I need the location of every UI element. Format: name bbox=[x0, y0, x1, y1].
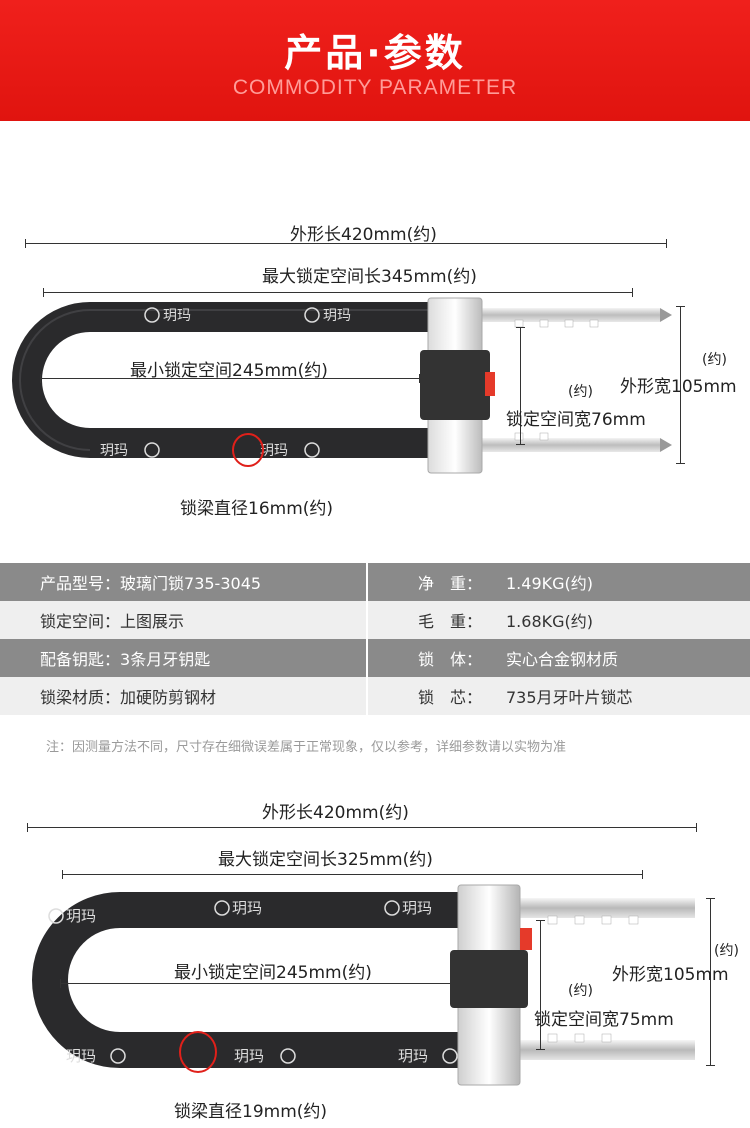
spec-key: 配备钥匙： bbox=[40, 650, 121, 669]
spec-key: 锁梁材质： bbox=[40, 688, 121, 707]
lock2-red-button bbox=[520, 928, 532, 950]
spec-value: 1.68KG(约) bbox=[506, 612, 594, 631]
lock1-cylinder-cover bbox=[420, 350, 490, 420]
lock2-outer-width-approx: (约) bbox=[714, 943, 739, 959]
header-title: 产品·参数 bbox=[284, 31, 466, 75]
lock1-space-width-line bbox=[516, 327, 525, 445]
lock2-outer-length-label: 外形长420mm(约) bbox=[262, 803, 409, 823]
lock2-space-width-approx: (约) bbox=[568, 983, 593, 999]
lock1-outer-width-approx: (约) bbox=[702, 352, 727, 368]
lock2-max-space-line bbox=[62, 870, 643, 879]
spec-key: 锁 芯： bbox=[418, 688, 483, 707]
spec-row: 锁定空间：上图展示 毛 重： 1.68KG(约) bbox=[0, 601, 750, 639]
header-subtitle: COMMODITY PARAMETER bbox=[232, 76, 518, 99]
lock2-outer-length-line bbox=[27, 823, 697, 832]
spec-value: 上图展示 bbox=[120, 612, 185, 631]
spec-row: 产品型号：玻璃门锁735-3045 净 重： 1.49KG(约) bbox=[0, 563, 750, 601]
lock1-outer-width-label: 外形宽105mm bbox=[620, 377, 737, 397]
lock1-red-button bbox=[485, 372, 495, 396]
lock1-logo-1: 玥玛 bbox=[163, 308, 191, 324]
lock1-logo-3: 玥玛 bbox=[100, 443, 128, 459]
lock1-outer-length-label: 外形长420mm(约) bbox=[290, 225, 437, 245]
spec-table: 产品型号：玻璃门锁735-3045 净 重： 1.49KG(约) 锁定空间：上图展… bbox=[0, 563, 750, 715]
spec-key: 产品型号： bbox=[40, 574, 121, 593]
spec-value: 加硬防剪钢材 bbox=[120, 688, 217, 707]
lock2-outer-width-line bbox=[706, 898, 715, 1066]
lock1-image: 玥玛 玥玛 玥玛 玥玛 bbox=[12, 297, 672, 474]
lock2-logo-2: 玥玛 bbox=[232, 899, 262, 917]
lock1-shackle-diameter-label: 锁梁直径16mm(约) bbox=[180, 499, 334, 519]
lock2-max-space-label: 最大锁定空间长325mm(约) bbox=[218, 850, 433, 870]
spec-value: 3条月牙钥匙 bbox=[120, 650, 211, 669]
lock2-steel-bar-bottom bbox=[515, 1040, 695, 1060]
lock2-logo-4: 玥玛 bbox=[66, 1047, 96, 1065]
lock2-min-space-label: 最小锁定空间245mm(约) bbox=[174, 963, 372, 983]
spec-value: 1.49KG(约) bbox=[506, 574, 594, 593]
lock2-outer-width-label: 外形宽105mm bbox=[612, 965, 729, 985]
header-banner: 产品·参数 COMMODITY PARAMETER bbox=[0, 0, 750, 121]
lock2-logo-1: 玥玛 bbox=[66, 907, 96, 925]
lock1-space-width-label: 锁定空间宽76mm bbox=[506, 410, 646, 430]
lock1-space-width-approx: (约) bbox=[568, 384, 593, 400]
lock2-logo-3: 玥玛 bbox=[402, 899, 432, 917]
lock2-logo-6: 玥玛 bbox=[398, 1047, 428, 1065]
lock2-space-width-label: 锁定空间宽75mm bbox=[534, 1010, 674, 1030]
spec-key: 锁定空间： bbox=[40, 612, 121, 631]
lock1-min-space-line bbox=[40, 374, 420, 383]
lock2-logo-5: 玥玛 bbox=[234, 1047, 264, 1065]
lock1-steel-bar-bottom bbox=[480, 438, 660, 452]
spec-value: 玻璃门锁735-3045 bbox=[120, 574, 262, 593]
spec-value: 实心合金钢材质 bbox=[506, 650, 619, 669]
lock1-max-space-line bbox=[43, 288, 633, 297]
lock2-cylinder-cover bbox=[450, 950, 528, 1008]
lock2-space-width-line bbox=[536, 920, 545, 1050]
lock1-logo-4: 玥玛 bbox=[260, 443, 288, 459]
lock2-shackle-diameter-label: 锁梁直径19mm(约) bbox=[174, 1102, 328, 1122]
disclaimer-note: 注：因测量方法不同，尺寸存在细微误差属于正常现象，仅以参考，详细参数请以实物为准 bbox=[46, 740, 567, 755]
lock1-outer-length-line bbox=[25, 239, 667, 248]
lock2-min-space-line bbox=[60, 979, 455, 988]
lock1-max-space-label: 最大锁定空间长345mm(约) bbox=[262, 267, 477, 287]
spec-row: 锁梁材质：加硬防剪钢材 锁 芯： 735月牙叶片锁芯 bbox=[0, 677, 750, 715]
lock1-min-space-label: 最小锁定空间245mm(约) bbox=[130, 361, 328, 381]
lock1-logo-2: 玥玛 bbox=[323, 308, 351, 324]
spec-row: 配备钥匙：3条月牙钥匙 锁 体： 实心合金钢材质 bbox=[0, 639, 750, 677]
spec-key: 净 重： bbox=[418, 574, 483, 593]
lock1-steel-bar-top bbox=[480, 308, 660, 322]
lock2-steel-bar-top bbox=[515, 898, 695, 918]
spec-key: 锁 体： bbox=[418, 650, 483, 669]
lock2-diameter-marker bbox=[179, 1031, 217, 1073]
spec-value: 735月牙叶片锁芯 bbox=[506, 688, 633, 707]
spec-key: 毛 重： bbox=[418, 612, 483, 631]
lock1-outer-width-line bbox=[676, 306, 685, 464]
lock2-image: 玥玛 玥玛 玥玛 玥玛 玥玛 玥玛 bbox=[32, 884, 695, 1086]
lock1-shackle bbox=[12, 302, 430, 458]
lock1-diameter-marker bbox=[232, 433, 264, 467]
lock2-shackle bbox=[32, 892, 460, 1068]
